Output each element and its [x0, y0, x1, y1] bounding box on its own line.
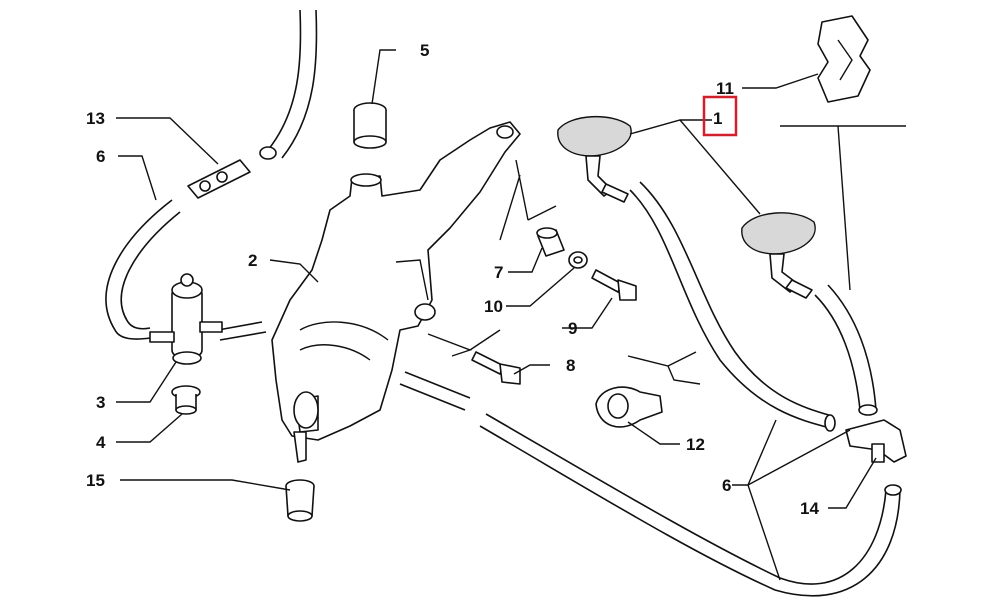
washer: [568, 251, 588, 269]
spacer: [536, 227, 565, 257]
label-14: 14: [800, 499, 819, 518]
label-2: 2: [248, 251, 257, 270]
washer-nozzle-left: [557, 116, 632, 203]
hose-clamp: [595, 386, 663, 428]
reference-lines: [427, 125, 906, 385]
label-5: 5: [420, 41, 429, 60]
callout-labels: 1 2 3 4 5 6 6 7 8 9 10 11 12 13 14 15: [86, 41, 819, 518]
retaining-clip: [817, 15, 871, 103]
label-4: 4: [96, 433, 106, 452]
label-3: 3: [96, 393, 105, 412]
highlight-box: [702, 95, 738, 137]
label-7: 7: [494, 263, 503, 282]
label-6-left: 6: [96, 147, 105, 166]
filler-plug: [353, 102, 387, 149]
label-11: 11: [716, 79, 734, 98]
bolt-8: [471, 351, 521, 385]
pump-grommet: [171, 385, 201, 415]
bolt-9: [591, 269, 637, 301]
label-8: 8: [566, 356, 575, 375]
washer-tank: [271, 121, 521, 463]
label-6-right: 6: [722, 476, 731, 495]
t-connector: [845, 419, 907, 463]
label-10: 10: [484, 297, 503, 316]
label-15: 15: [86, 471, 105, 490]
hose-connector: [187, 159, 251, 199]
washer-pump: [149, 273, 223, 365]
leader-lines: [116, 49, 877, 581]
washer-nozzle-right: [741, 212, 816, 299]
hoses: [105, 9, 902, 597]
label-9: 9: [568, 319, 577, 338]
bottom-grommet: [285, 479, 315, 522]
label-13: 13: [86, 109, 105, 128]
label-12: 12: [686, 435, 705, 454]
label-1: 1: [713, 109, 722, 128]
